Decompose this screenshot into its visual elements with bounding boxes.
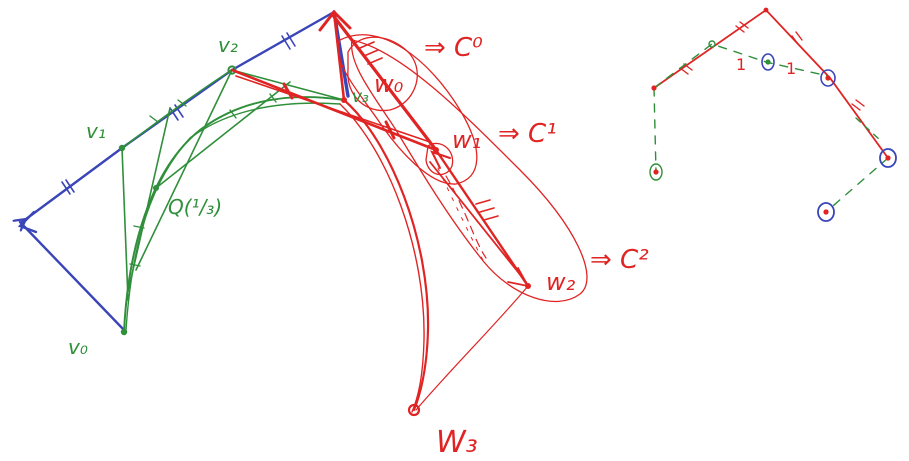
small-red-polygon	[653, 8, 889, 159]
red-dashed-guide	[445, 175, 487, 259]
small-point-top-mid	[765, 59, 771, 65]
small-point-left-bottom	[653, 169, 659, 175]
point-w1	[433, 147, 439, 153]
green-tick	[129, 225, 145, 267]
label-w0: w₀	[374, 70, 404, 98]
small-point-right	[885, 155, 891, 161]
label-v1: v₁	[86, 119, 106, 143]
blue-edge-v0-v1	[22, 146, 124, 222]
blue-arrowhead-left	[17, 210, 38, 234]
red-dashed-guide-2	[437, 167, 485, 263]
label-v2: v₂	[218, 33, 238, 57]
label-c0: ⇒ C⁰	[424, 33, 483, 63]
point-w0	[341, 97, 347, 103]
label-c2: ⇒ C²	[590, 245, 649, 275]
green-construction	[121, 69, 345, 333]
red-tick	[475, 199, 499, 221]
red-line-v3-w2	[429, 161, 527, 283]
loop-c2	[350, 39, 588, 303]
small-point-top-left	[708, 40, 716, 48]
blue-tick	[281, 32, 296, 50]
small-ring-right	[879, 148, 897, 168]
loop-c1	[337, 34, 478, 185]
small-label-1b: 1	[786, 59, 796, 78]
small-ring-top-mid	[761, 53, 775, 71]
small-ring-left-bottom	[649, 163, 663, 181]
red-line-v2-w1b	[235, 75, 431, 143]
blue-tick	[169, 104, 184, 121]
point-v1	[118, 144, 126, 152]
label-w3: W₃	[436, 425, 478, 460]
right-small-diagram	[653, 8, 889, 213]
small-green-dashed-top	[653, 43, 829, 89]
point-v0	[120, 328, 128, 336]
green-line-mid-2	[135, 69, 233, 271]
label-w2: w₂	[546, 268, 576, 296]
small-ring-right-top	[820, 69, 836, 87]
label-v3: v₃	[352, 87, 369, 107]
blue-edge-v2-top	[230, 10, 336, 72]
point-q	[153, 185, 159, 191]
blue-tick	[61, 179, 75, 195]
blue-edge-bottom-left	[18, 220, 126, 332]
small-label-1a: 1	[736, 55, 746, 74]
small-green-dashed-right-2	[855, 117, 881, 141]
small-ring-bottom	[817, 202, 835, 222]
red-arrowhead-w1	[430, 150, 451, 169]
green-line-v1-v0	[121, 147, 129, 301]
small-green-dashed-right	[825, 157, 889, 213]
loop-c0	[347, 36, 418, 112]
label-v0: v₀	[68, 335, 88, 359]
small-green-dashed-left	[653, 87, 657, 173]
point-v2	[227, 65, 237, 75]
green-line-top	[231, 69, 345, 101]
red-bezier-curve	[342, 98, 430, 412]
label-c1: ⇒ C¹	[498, 119, 557, 149]
green-tick	[229, 93, 277, 119]
small-point-top-red	[763, 7, 769, 13]
green-line-v1-v2	[121, 69, 233, 149]
red-construction	[230, 10, 530, 413]
red-tick	[282, 82, 294, 100]
small-point-bottom	[823, 209, 829, 215]
small-point-right-top	[825, 75, 831, 81]
point-w2	[525, 283, 531, 289]
loop-w1-small	[425, 142, 454, 176]
red-tick	[384, 120, 396, 140]
right-small-points: 1 1	[649, 7, 897, 222]
green-line-mid-3	[155, 81, 291, 189]
point-w3	[407, 403, 421, 417]
labels-group: v₀ v₁ v₂ v₃ Q(¹/₃) w₀ w₁ w₂ W₃ ⇒ C⁰ ⇒ C¹…	[68, 33, 649, 460]
red-grouping-loops	[337, 34, 588, 303]
small-point-left-top	[651, 85, 657, 91]
green-line-mid-1	[127, 107, 171, 293]
green-tick	[149, 99, 187, 123]
red-control-w2-w3	[415, 285, 529, 411]
green-bezier-curve	[123, 96, 345, 333]
label-q: Q(¹/₃)	[168, 195, 222, 219]
red-control-w1-w2	[434, 148, 530, 288]
red-arrowhead-top	[318, 9, 352, 32]
green-bezier-curve-2	[125, 102, 341, 331]
small-red-tick	[679, 21, 865, 111]
label-w1: w₁	[452, 126, 481, 154]
red-bezier-curve-2	[339, 103, 425, 413]
